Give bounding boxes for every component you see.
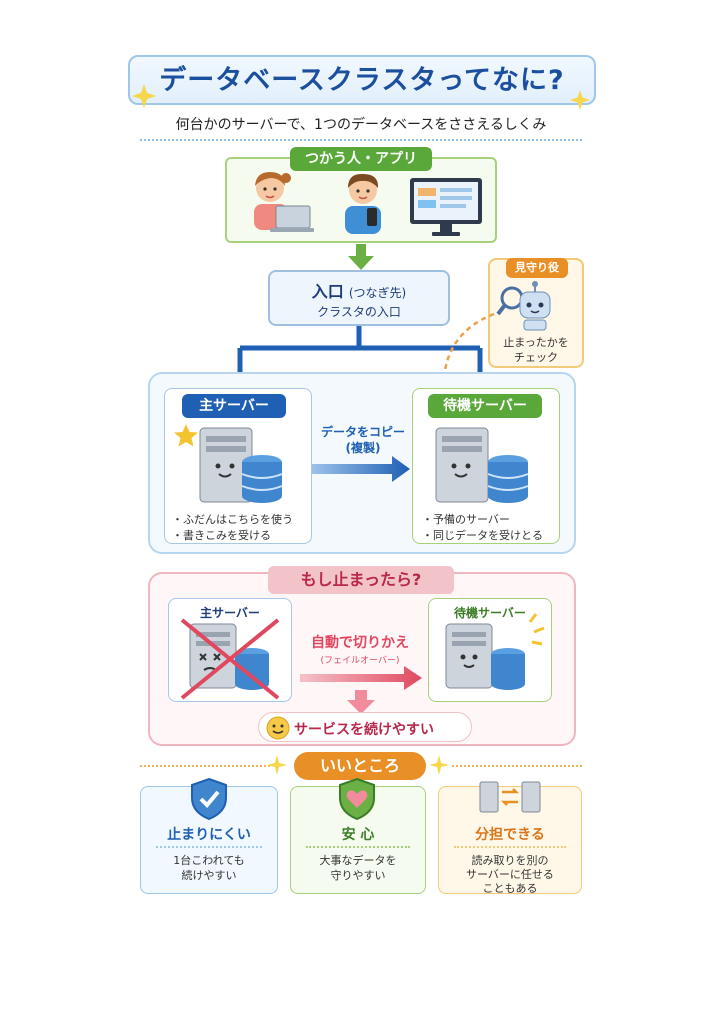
- load-share-icon: [479, 781, 541, 813]
- robot-icon: [496, 281, 551, 331]
- copy-arrow-icon: [312, 456, 410, 482]
- page-subtitle: 何台かのサーバーで、1つのデータベースをささえるしくみ: [175, 117, 547, 133]
- failover-action: 自動で切りかえ: [311, 635, 409, 651]
- new-primary-label: 待機サーバー: [454, 606, 526, 620]
- benefit-desc-2: 続けやすい: [181, 869, 237, 882]
- benefit-desc-3: こともある: [482, 882, 538, 895]
- entry-paren: (つなぎ先): [348, 286, 407, 300]
- watcher-line1: 止まったかを: [503, 336, 569, 349]
- primary-label: 主サーバー: [182, 394, 286, 418]
- divider: [156, 846, 262, 848]
- benefit-title: 止まりにくい: [167, 827, 251, 843]
- failed-primary-label: 主サーバー: [200, 606, 260, 620]
- app-monitor-icon: [410, 178, 482, 236]
- copy-line1: データをコピー: [320, 425, 405, 439]
- divider: [452, 765, 582, 767]
- sparkle-icon: [132, 84, 156, 108]
- entry-title: 入口: [311, 282, 344, 301]
- sparkle-icon: [429, 755, 449, 775]
- standby-server-icon: [435, 427, 529, 503]
- smile-icon: [266, 716, 290, 740]
- arrow-down-icon: [348, 244, 374, 270]
- standby-bullet-2: ・同じデータを受けとる: [422, 529, 543, 542]
- divider: [140, 765, 270, 767]
- primary-server-icon: [174, 424, 283, 503]
- divider: [140, 139, 582, 141]
- active-server-icon: [445, 613, 545, 690]
- sparkle-icon: [570, 90, 590, 110]
- standby-bullet-1: ・予備のサーバー: [422, 513, 510, 526]
- failover-action-sub: (フェイルオーバー): [320, 656, 400, 666]
- benefit-title: 安 心: [341, 827, 375, 843]
- benefit-title: 分担できる: [475, 827, 545, 843]
- sparkle-icon: [267, 755, 287, 775]
- failed-server-icon: [180, 618, 280, 700]
- users-label: つかう人・アプリ: [290, 147, 432, 171]
- copy-line2: (複製): [345, 441, 381, 455]
- entry-box: [268, 270, 450, 326]
- benefit-card-share: [438, 786, 582, 894]
- result-text: サービスを続けやすい: [294, 722, 434, 738]
- benefit-desc-2: サーバーに任せる: [466, 868, 554, 881]
- shield-check-icon: [191, 777, 227, 821]
- watcher-label: 見守り役: [506, 258, 568, 278]
- benefit-desc-1: 1台こわれても: [173, 854, 245, 867]
- result-arrow-icon: [347, 690, 375, 714]
- primary-bullet-1: ・ふだんはこちらを使う: [172, 513, 293, 526]
- watcher-line2: チェック: [514, 351, 558, 364]
- title-banner: [128, 55, 596, 105]
- flow-arrows: [232, 312, 495, 388]
- benefit-desc-1: 読み取りを別の: [471, 854, 549, 867]
- primary-bullet-2: ・書きこみを受ける: [172, 529, 271, 542]
- benefit-desc-2: 守りやすい: [330, 869, 386, 882]
- divider: [306, 846, 410, 848]
- benefits-heading: いいところ: [294, 752, 426, 780]
- standby-label: 待機サーバー: [428, 394, 542, 418]
- copy-text: データをコピー (複製): [310, 424, 416, 456]
- failover-heading: もし止まったら?: [268, 566, 454, 594]
- entry-title-row: 入口 (つなぎ先): [268, 278, 450, 302]
- user-laptop-icon: [254, 172, 314, 232]
- benefit-desc-1: 大事なデータを: [319, 854, 397, 867]
- entry-sub: クラスタの入口: [317, 305, 401, 319]
- result-pill: [258, 712, 472, 742]
- switch-arrow-icon: [300, 666, 422, 690]
- divider: [454, 846, 566, 848]
- shield-heart-icon: [339, 777, 375, 821]
- user-phone-icon: [345, 173, 381, 234]
- page-title: データベースクラスタってなに?: [159, 65, 565, 96]
